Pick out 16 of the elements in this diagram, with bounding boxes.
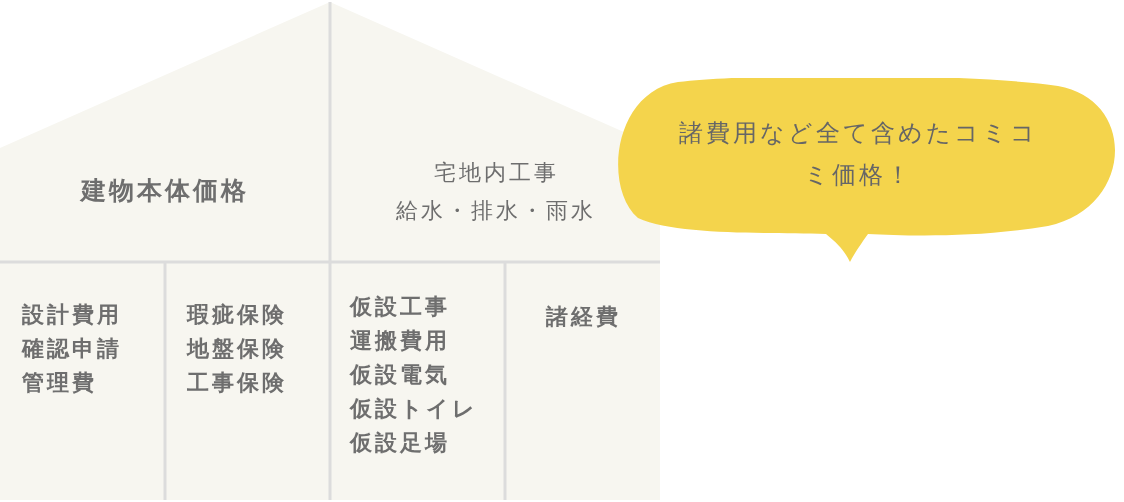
cell-heading: 建物本体価格	[81, 175, 249, 207]
cost-item-text: 設計費用	[22, 301, 122, 329]
cost-item-text: 仮設足場	[350, 429, 450, 457]
cost-item-text: 諸経費	[546, 303, 621, 331]
cost-item-text: 仮設工事	[350, 293, 450, 321]
cell-subheading: 給水・排水・雨水	[396, 197, 596, 225]
cost-item-text: 瑕疵保険	[187, 301, 287, 329]
bubble-text: 諸費用など全て含めたコミコミ価格！	[678, 118, 1038, 191]
cost-item-text: 地盤保険	[187, 335, 287, 363]
cell-heading: 宅地内工事	[433, 159, 559, 187]
cost-item-text: 工事保険	[187, 369, 287, 397]
cost-item-text: 管理費	[22, 369, 97, 397]
cost-item-text: 確認申請	[22, 335, 122, 363]
cost-item-text: 運搬費用	[350, 327, 450, 355]
cost-item-text: 仮設トイレ	[350, 395, 478, 423]
cost-item-text: 仮設電気	[350, 361, 450, 389]
